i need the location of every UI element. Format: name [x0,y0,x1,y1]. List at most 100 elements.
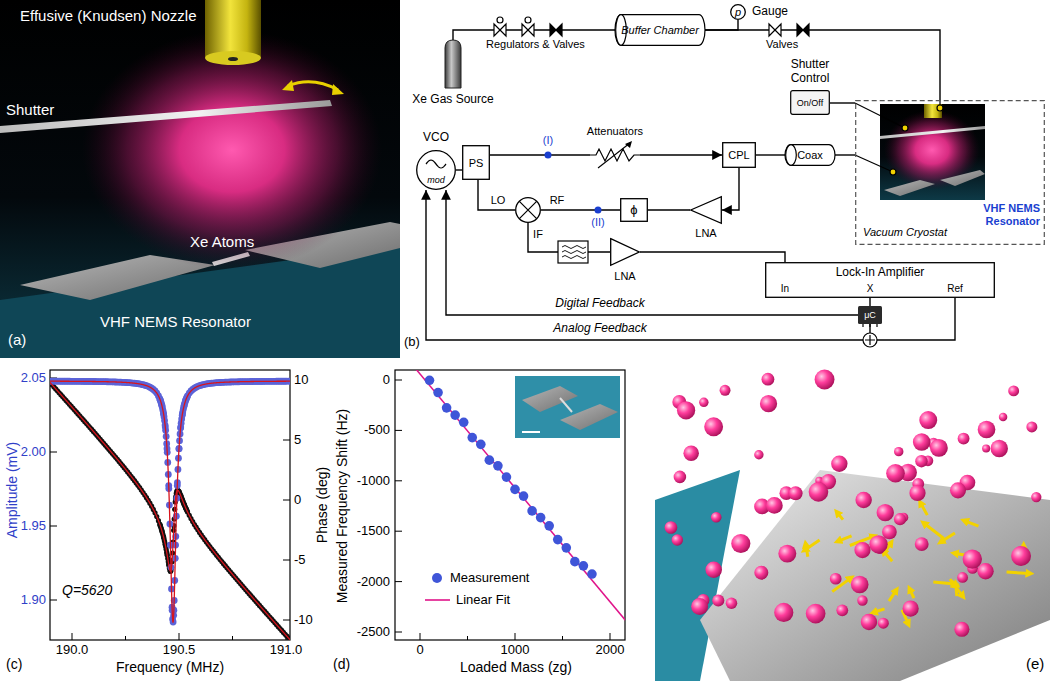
cryostat-wiring-part [937,105,943,111]
resonance-plot-part-part [50,452,57,453]
atom-scene-part [762,373,775,386]
connector [835,154,855,155]
regulator-valves-part [797,24,809,36]
atom-scene-part [760,395,777,412]
coupler-box-outline-part [723,143,756,168]
coax-cable-outline-part [785,145,835,166]
mass-plot-part-part [579,561,589,571]
legend-line-sample [425,600,450,601]
legend-dot-sample [432,573,442,583]
tick-label: 2.00 [21,445,46,460]
resonance-plot-part-part [283,620,290,621]
part-label: VHF NEMS Resonator [100,313,251,330]
atom-scene-part [857,595,867,605]
connector [541,209,620,210]
connector [490,154,590,155]
atom-scene-part [915,537,929,551]
mass-plot-part-part [395,370,625,636]
atom-scene-part [999,413,1008,422]
atom-scene-part [869,535,887,553]
microcontroller-chip-outline-part [876,324,877,327]
atom-scene-part [677,401,695,419]
lock-in-amplifier-outline-part [766,263,995,298]
panel-a-illustration-part [282,80,294,91]
tick-label: -10 [294,613,313,628]
atom-scene-part [913,433,931,451]
atom-scene-part [1011,546,1031,566]
node-label: On/Off [797,97,823,107]
node-label: mod [427,175,445,185]
legend-dot-sample-part [432,573,442,583]
mixer-symbol-outline-part [519,201,536,218]
atom-scene-part [672,534,683,545]
resonance-plot-part-part [50,381,290,640]
mass-plot-part-part [467,433,477,443]
power-splitter-outline-part [463,146,490,180]
atom-scene-part [855,492,871,508]
connector [640,252,785,262]
summing-junction-part [863,333,877,347]
panel-letter: (d) [333,656,350,672]
atom-scene-part [991,440,1008,457]
atom-scene-part [699,398,708,407]
node-label: RF [550,194,565,207]
part-label: Xe Atoms [190,233,254,250]
mass-plot-part-part [587,569,597,579]
mass-plot-part-part [515,633,516,640]
atom-scene-part [1026,421,1037,432]
regulator-valves-part [550,24,562,36]
atom-scene-part [920,503,927,516]
panel-a-illustration-part [82,30,382,270]
atom-scene-part [941,533,955,542]
cryostat-wiring [855,100,943,175]
atom-scene-part [964,521,978,526]
atom-scene-part [720,385,731,396]
regulator-valves-part [494,24,506,36]
attenuator-symbol: Attenuators [590,147,640,163]
mass-plot-part-part [562,543,572,553]
coax-cable: Coax [785,144,835,166]
atom-scene-part [731,534,750,553]
tick-label: -5 [294,553,306,568]
atom-scene-part [711,512,722,523]
panel-letter: (b) [404,335,420,350]
panel-a-illustration-part [205,51,261,65]
node-label: Vacuum Cryostat [863,226,947,239]
panel-e-illustration [655,360,1050,681]
vco-circle-outline-part [426,160,446,168]
node-label: Gauge [752,5,788,19]
atom-scene-part [873,609,884,613]
atom-scene-part [886,464,905,483]
node-label: CPL [728,149,749,162]
mass-plot-part-part [527,506,537,516]
resonance-plot-part-part [232,636,233,640]
panel-a-illustration-part [205,0,261,58]
amplifier-triangle-outline [690,196,722,224]
amplifier-triangle-outline-part [691,197,722,224]
shutter-control: Shutter ControlOn/Off [790,90,830,115]
node-label: LNA [695,227,716,240]
shutter-control-outline-part [791,91,830,115]
gas-cylinder-outline [445,40,461,88]
atom-scene-part [861,614,877,630]
atom-scene-part [851,576,869,594]
atom-scene-part [837,512,843,519]
atom-scene-part [950,482,966,498]
node-label: Coax [797,149,823,162]
atom-scene-part [924,523,944,538]
mass-plot-part-part [570,557,580,567]
node-label: X [867,283,874,295]
atom-scene-part [982,444,990,452]
cryostat-resonator-picture-part [940,170,985,186]
tick-label: -1000 [357,473,390,488]
node-label: Ref [947,283,963,295]
panel-e-illustration-part [700,470,1050,681]
panel-d-frame-part [560,398,572,412]
coax-cable-outline-part [786,145,797,166]
panel-a-illustration-part [0,0,400,358]
atom-scene-part [1007,572,1030,573]
part-label: Valves [766,38,798,51]
atom-scene-part [815,369,835,389]
edge-label: Digital Feedback [553,297,646,311]
